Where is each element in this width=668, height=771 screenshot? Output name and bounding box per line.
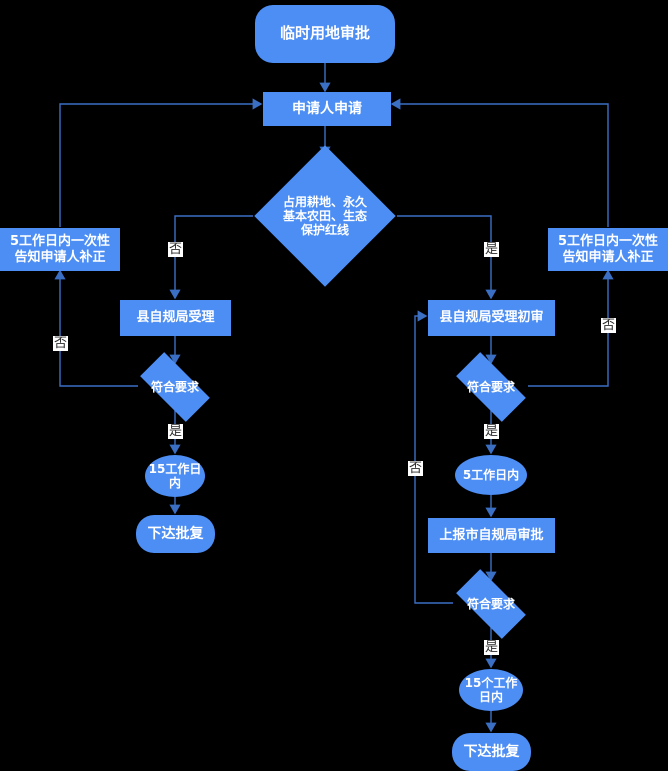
node-left-days-line1: 15工作日 (148, 461, 202, 476)
node-apply[interactable]: 申请人申请 (263, 92, 391, 126)
edge-decision1-left (169, 215, 253, 300)
node-left-check-label: 符合要求 (150, 379, 199, 394)
node-city-check-requirements[interactable]: 符合要求 (446, 569, 536, 639)
node-city-days-line2: 日内 (478, 690, 503, 704)
edge-leftnotify-apply (59, 98, 263, 227)
node-report-city-bureau[interactable]: 上报市自规局审批 (428, 518, 555, 553)
node-right-accept-preliminary[interactable]: 县自规局受理初审 (428, 300, 555, 336)
node-left-accept[interactable]: 县自规局受理 (120, 300, 231, 336)
node-left-notify-line2: 告知申请人补正 (14, 249, 106, 265)
edge-rightnotify-apply (390, 98, 609, 227)
node-right-notify-line2: 告知申请人补正 (562, 249, 654, 265)
node-city-15-workdays[interactable]: 15个工作 日内 (459, 669, 523, 711)
edge-label-right-check-no: 否 (601, 318, 616, 333)
node-decision-occupy-land-label: 占用耕地、永久 基本农田、生态 保护红线 (282, 194, 367, 238)
node-right-check-label: 符合要求 (466, 379, 515, 394)
node-left-check-requirements[interactable]: 符合要求 (130, 352, 220, 422)
node-report-city-label: 上报市自规局审批 (439, 527, 544, 543)
node-left-reply-label: 下达批复 (147, 525, 204, 542)
node-city-check-label: 符合要求 (466, 596, 515, 611)
edge-decision1-right (397, 215, 497, 300)
node-city-days-line1: 15个工作 (464, 675, 518, 690)
node-right-days-label: 5工作日内 (462, 467, 520, 482)
node-apply-label: 申请人申请 (292, 100, 362, 117)
node-start[interactable]: 临时用地审批 (255, 5, 395, 63)
edge-label-left-check-yes: 是 (168, 424, 183, 439)
edge-citycheck-no (414, 310, 453, 604)
edge-label-decision1-no: 否 (168, 242, 183, 257)
node-right-notify-line1: 5工作日内一次性 (557, 234, 659, 250)
node-left-accept-label: 县自规局受理 (136, 310, 215, 326)
node-city-reply-label: 下达批复 (463, 743, 520, 760)
edge-label-city-check-yes: 是 (484, 640, 499, 655)
node-right-accept-label: 县自规局受理初审 (439, 310, 544, 326)
edge-label-city-check-no: 否 (408, 461, 423, 476)
node-right-notify-correction[interactable]: 5工作日内一次性 告知申请人补正 (548, 228, 668, 271)
edge-label-right-check-yes: 是 (484, 424, 499, 439)
node-city-issue-reply[interactable]: 下达批复 (452, 733, 531, 771)
node-decision-occupy-land[interactable]: 占用耕地、永久 基本农田、生态 保护红线 (254, 145, 396, 287)
edge-label-decision1-yes: 是 (484, 242, 499, 257)
node-left-15-workdays[interactable]: 15工作日 内 (145, 455, 205, 497)
node-left-notify-line1: 5工作日内一次性 (9, 234, 111, 250)
node-right-5-workdays[interactable]: 5工作日内 (455, 455, 527, 495)
node-left-notify-correction[interactable]: 5工作日内一次性 告知申请人补正 (0, 228, 120, 271)
node-left-days-line2: 内 (168, 476, 181, 490)
node-right-check-requirements[interactable]: 符合要求 (446, 352, 536, 422)
node-left-issue-reply[interactable]: 下达批复 (136, 515, 215, 553)
node-start-label: 临时用地审批 (279, 24, 370, 43)
edge-label-left-check-no: 否 (53, 336, 68, 351)
